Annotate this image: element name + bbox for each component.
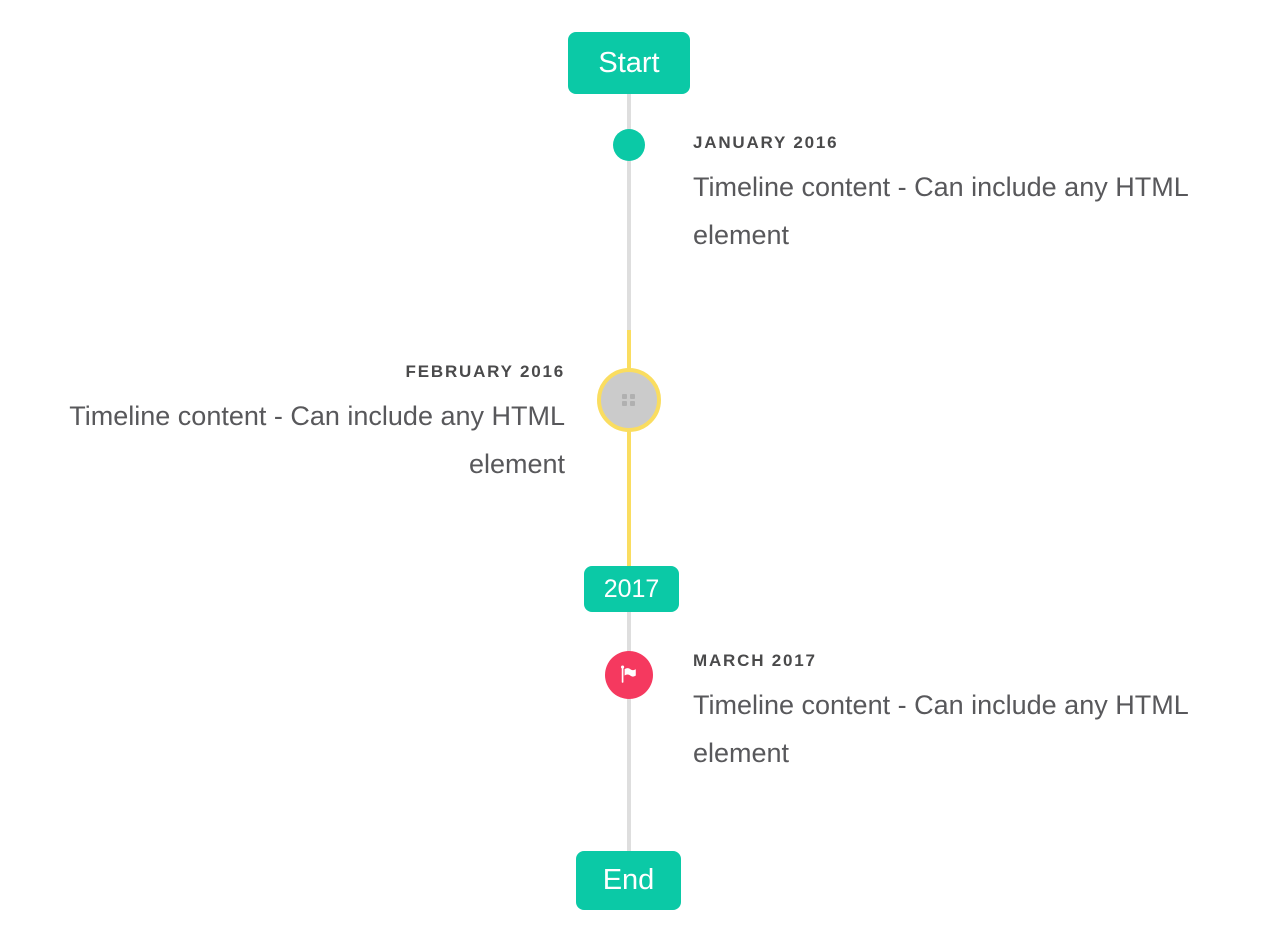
timeline-item-content: Timeline content - Can include any HTML … <box>693 172 1188 250</box>
timeline-item-date: MARCH 2017 <box>693 651 817 670</box>
timeline-line-segment-bottom <box>627 612 631 851</box>
timeline-item-date: JANUARY 2016 <box>693 133 839 152</box>
flag-icon <box>621 665 636 683</box>
timeline-marker-dot <box>613 129 645 161</box>
start-badge-label: Start <box>598 46 660 79</box>
timeline-marker-flag-circle <box>605 651 653 699</box>
timeline-marker-image-circle <box>597 368 661 432</box>
timeline-item-march-2017: MARCH 2017 Timeline content - Can includ… <box>693 649 1233 777</box>
start-badge: Start <box>568 32 690 94</box>
timeline-item-date: FEBRUARY 2016 <box>405 362 565 381</box>
year-badge-label: 2017 <box>603 574 660 603</box>
timeline-line-segment-top <box>627 94 631 330</box>
end-badge-label: End <box>602 864 655 896</box>
timeline-item-january-2016: JANUARY 2016 Timeline content - Can incl… <box>693 131 1233 259</box>
timeline-item-content: Timeline content - Can include any HTML … <box>69 401 565 479</box>
timeline-item-content: Timeline content - Can include any HTML … <box>693 690 1188 768</box>
timeline-line-segment-active <box>627 330 631 566</box>
end-badge: End <box>576 851 681 910</box>
timeline-item-february-2016: FEBRUARY 2016 Timeline content - Can inc… <box>25 360 565 488</box>
broken-image-icon <box>622 394 635 406</box>
year-badge: 2017 <box>584 566 679 612</box>
